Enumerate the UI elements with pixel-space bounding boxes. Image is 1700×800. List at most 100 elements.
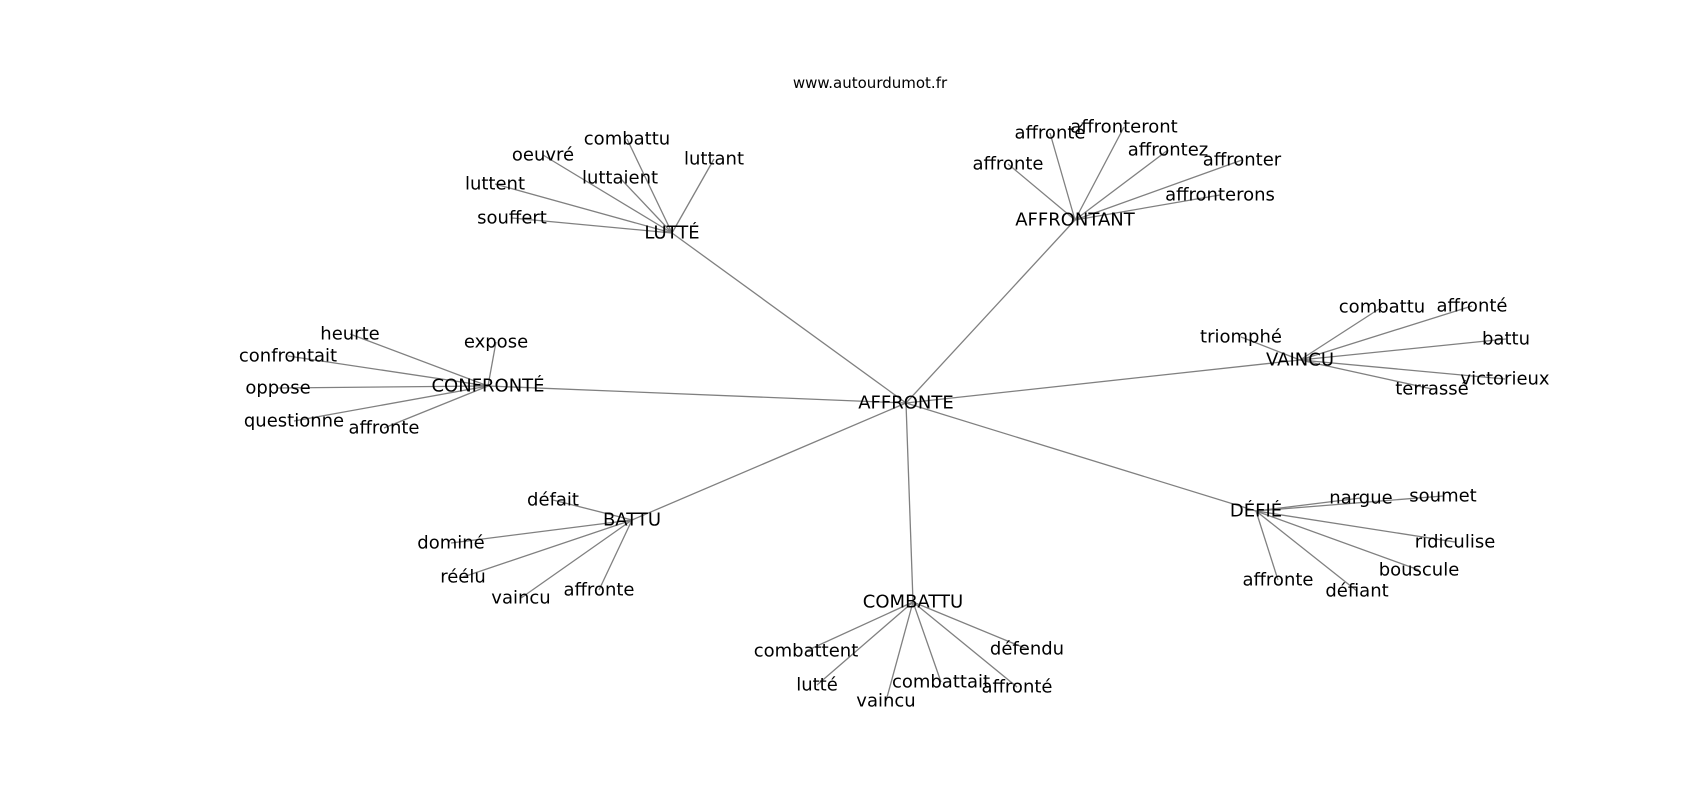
leaf-node-lutte-3[interactable]: luttaient — [582, 168, 658, 189]
leaf-node-combattu-3[interactable]: combattait — [892, 672, 990, 693]
leaf-node-defie-4[interactable]: affronte — [1243, 570, 1314, 591]
site-url: www.autourdumot.fr — [793, 74, 948, 92]
cluster-node-confronte[interactable]: CONFRONTÉ — [431, 375, 544, 397]
leaf-node-vaincu-1[interactable]: affronté — [1437, 296, 1508, 317]
edge-vaincu-2 — [1240, 336, 1301, 361]
edge-lutte-4 — [494, 183, 673, 234]
edge-confronte-4 — [293, 385, 489, 422]
edge-vaincu-3 — [1299, 338, 1507, 361]
edge-lutte-1 — [542, 154, 673, 234]
edge-combattu-4 — [912, 601, 1018, 688]
leaf-node-vaincu-5[interactable]: terrassé — [1395, 379, 1468, 400]
leaf-node-confronte-1[interactable]: expose — [464, 332, 528, 353]
edge-defie-0 — [1255, 497, 1362, 512]
cluster-node-defie[interactable]: DÉFIÉ — [1230, 500, 1282, 522]
leaf-node-confronte-5[interactable]: affronte — [349, 418, 420, 439]
leaf-node-vaincu-2[interactable]: triomphé — [1200, 327, 1282, 348]
edge-vaincu-0 — [1299, 306, 1383, 361]
edge-affrontant-2 — [1074, 149, 1169, 221]
edge-lutte-0 — [626, 138, 673, 234]
edge-battu-1 — [450, 519, 633, 544]
edge-confronte-1 — [487, 341, 497, 387]
edge-defie-5 — [1255, 510, 1358, 592]
edge-defie-2 — [1255, 510, 1456, 543]
cluster-node-affrontant[interactable]: AFFRONTANT — [1015, 210, 1136, 231]
leaf-node-combattu-0[interactable]: combattent — [754, 641, 859, 662]
leaf-node-lutte-1[interactable]: oeuvré — [512, 145, 574, 166]
edge-defie-1 — [1255, 495, 1444, 512]
graph-edges — [277, 126, 1507, 702]
edge-defie-3 — [1255, 510, 1420, 571]
leaf-node-lutte-4[interactable]: luttent — [465, 174, 525, 195]
center-node[interactable]: AFFRONTE — [858, 393, 954, 414]
edge-battu-2 — [462, 519, 633, 578]
leaf-node-lutte-5[interactable]: souffert — [477, 208, 547, 229]
edge-center-battu — [631, 402, 907, 521]
edge-combattu-0 — [805, 601, 914, 652]
leaf-node-combattu-4[interactable]: affronté — [982, 677, 1053, 698]
leaf-node-battu-3[interactable]: vaincu — [491, 588, 550, 609]
edge-center-lutte — [671, 232, 907, 404]
edge-vaincu-1 — [1299, 305, 1473, 361]
edge-confronte-2 — [287, 355, 489, 387]
edge-center-combattu — [905, 402, 914, 603]
leaf-node-confronte-2[interactable]: confrontait — [239, 346, 337, 367]
leaf-node-vaincu-4[interactable]: victorieux — [1460, 369, 1550, 390]
edge-affrontant-0 — [1074, 126, 1125, 221]
leaf-node-confronte-4[interactable]: questionne — [244, 411, 344, 432]
leaf-node-defie-3[interactable]: bouscule — [1379, 560, 1460, 581]
leaf-node-affrontant-1[interactable]: affronté — [1015, 123, 1086, 144]
leaf-node-defie-2[interactable]: ridiculise — [1415, 532, 1496, 553]
leaf-node-defie-5[interactable]: défiant — [1325, 581, 1388, 602]
leaf-node-lutte-2[interactable]: luttant — [684, 149, 744, 170]
leaf-node-vaincu-3[interactable]: battu — [1482, 329, 1530, 350]
edge-confronte-3 — [277, 385, 489, 389]
leaf-node-confronte-3[interactable]: oppose — [245, 378, 310, 399]
leaf-node-combattu-1[interactable]: défendu — [990, 639, 1064, 660]
leaf-node-vaincu-0[interactable]: combattu — [1339, 297, 1425, 318]
cluster-node-combattu[interactable]: COMBATTU — [863, 592, 963, 613]
edge-lutte-3 — [619, 177, 673, 234]
cluster-node-lutte[interactable]: LUTTÉ — [644, 222, 699, 244]
edge-confronte-5 — [383, 385, 489, 429]
edge-center-vaincu — [905, 359, 1301, 404]
leaf-node-affrontant-2[interactable]: affrontez — [1128, 140, 1208, 161]
edge-center-affrontant — [905, 219, 1076, 404]
edge-affrontant-5 — [1074, 194, 1221, 221]
leaf-node-defie-1[interactable]: soumet — [1409, 486, 1476, 507]
edge-vaincu-4 — [1299, 359, 1506, 380]
edge-affrontant-3 — [1074, 159, 1243, 221]
edge-combattu-1 — [912, 601, 1028, 650]
edge-center-confronte — [487, 385, 907, 404]
edge-confronte-0 — [349, 333, 489, 387]
leaf-node-battu-4[interactable]: affronte — [564, 580, 635, 601]
graph-labels: AFFRONTE LUTTÉ combattu oeuvré luttant luttai… — [239, 117, 1550, 712]
edge-vaincu-5 — [1299, 359, 1433, 390]
edge-battu-3 — [520, 519, 633, 599]
edge-battu-4 — [598, 519, 633, 591]
edge-center-defie — [905, 402, 1257, 512]
cluster-node-vaincu[interactable]: VAINCU — [1266, 350, 1334, 371]
edge-combattu-2 — [816, 601, 914, 686]
leaf-node-battu-2[interactable]: réélu — [440, 567, 486, 588]
edge-lutte-2 — [671, 158, 715, 234]
edge-combattu-5 — [885, 601, 914, 702]
leaf-node-combattu-2[interactable]: lutté — [796, 675, 838, 696]
cluster-node-battu[interactable]: BATTU — [603, 510, 661, 531]
edge-combattu-3 — [912, 601, 942, 683]
edge-affrontant-1 — [1049, 132, 1076, 221]
leaf-node-affrontant-3[interactable]: affronter — [1203, 150, 1282, 171]
edge-defie-4 — [1255, 510, 1279, 581]
leaf-node-affrontant-5[interactable]: affronterons — [1165, 185, 1275, 206]
leaf-node-confronte-0[interactable]: heurte — [320, 324, 379, 345]
leaf-node-affrontant-4[interactable]: affronte — [973, 154, 1044, 175]
leaf-node-battu-0[interactable]: défait — [527, 490, 579, 511]
leaf-node-combattu-5[interactable]: vaincu — [856, 691, 915, 712]
leaf-node-affrontant-0[interactable]: affronteront — [1070, 117, 1177, 138]
edge-lutte-5 — [511, 217, 673, 234]
edge-affrontant-4 — [1007, 163, 1076, 221]
leaf-node-battu-1[interactable]: dominé — [417, 533, 484, 554]
leaf-node-lutte-0[interactable]: combattu — [584, 129, 670, 150]
leaf-node-defie-0[interactable]: nargue — [1329, 488, 1392, 509]
